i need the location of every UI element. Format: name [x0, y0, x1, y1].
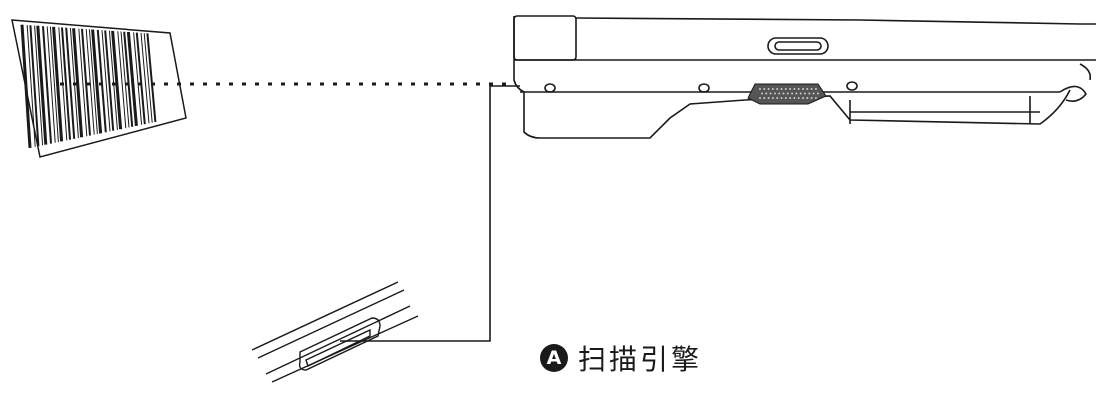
barcode-icon [11, 19, 187, 158]
grip-pad [747, 83, 827, 105]
callout-label: 扫描引擎 [578, 343, 703, 376]
callout-badge: A [540, 344, 568, 372]
scan-window-icon [251, 281, 419, 383]
leader-line [340, 85, 520, 342]
callout-scan-engine: A 扫描引擎 [540, 338, 702, 378]
scanner-device-icon [513, 15, 1096, 139]
